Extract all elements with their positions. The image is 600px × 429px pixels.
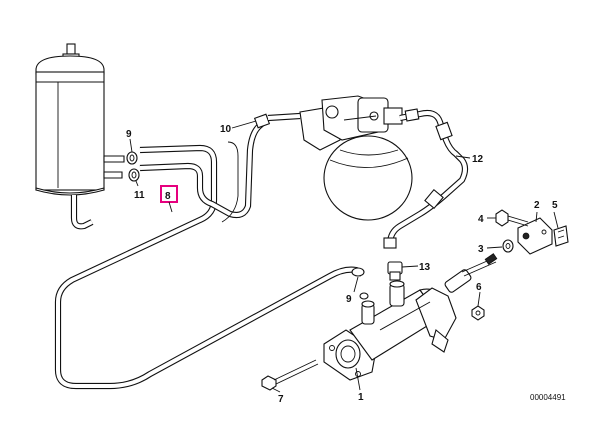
callout-4: 4 xyxy=(478,214,484,225)
callout-5: 5 xyxy=(552,200,558,211)
banjo-fitting xyxy=(387,261,403,281)
hose-clamp-upper xyxy=(126,151,138,165)
callout-11: 11 xyxy=(134,190,145,201)
callout-6: 6 xyxy=(476,282,482,293)
callout-2: 2 xyxy=(534,200,540,211)
callout-13: 13 xyxy=(419,262,431,273)
hose-clamp-cylinder xyxy=(351,267,369,300)
callout-9-upper: 9 xyxy=(126,129,132,140)
callouts: 9 11 10 12 2 5 4 3 13 9 6 1 7 8 xyxy=(126,124,558,405)
hose-clamp-lower xyxy=(128,168,140,182)
fluid-reservoir xyxy=(35,43,125,230)
callout-3: 3 xyxy=(478,244,484,255)
callout-12: 12 xyxy=(472,154,484,165)
callout-1: 1 xyxy=(358,392,364,403)
callout-9-lower: 9 xyxy=(346,294,352,305)
hose-loop xyxy=(54,121,364,390)
clevis-bolt xyxy=(495,209,529,227)
spring-clip xyxy=(553,225,569,247)
clevis xyxy=(517,217,553,255)
hex-nut xyxy=(471,305,485,321)
mounting-bolt xyxy=(261,359,319,391)
washer xyxy=(502,239,514,253)
callout-8: 8 xyxy=(165,191,171,202)
pressure-pipe xyxy=(383,108,469,249)
pressure-accumulator xyxy=(299,95,413,221)
document-number: 00004491 xyxy=(530,393,566,402)
callout-7: 7 xyxy=(278,394,284,405)
leader-lines xyxy=(129,120,559,393)
callout-10: 10 xyxy=(220,124,232,135)
line-fitting xyxy=(253,112,301,129)
master-cylinder xyxy=(323,253,498,381)
